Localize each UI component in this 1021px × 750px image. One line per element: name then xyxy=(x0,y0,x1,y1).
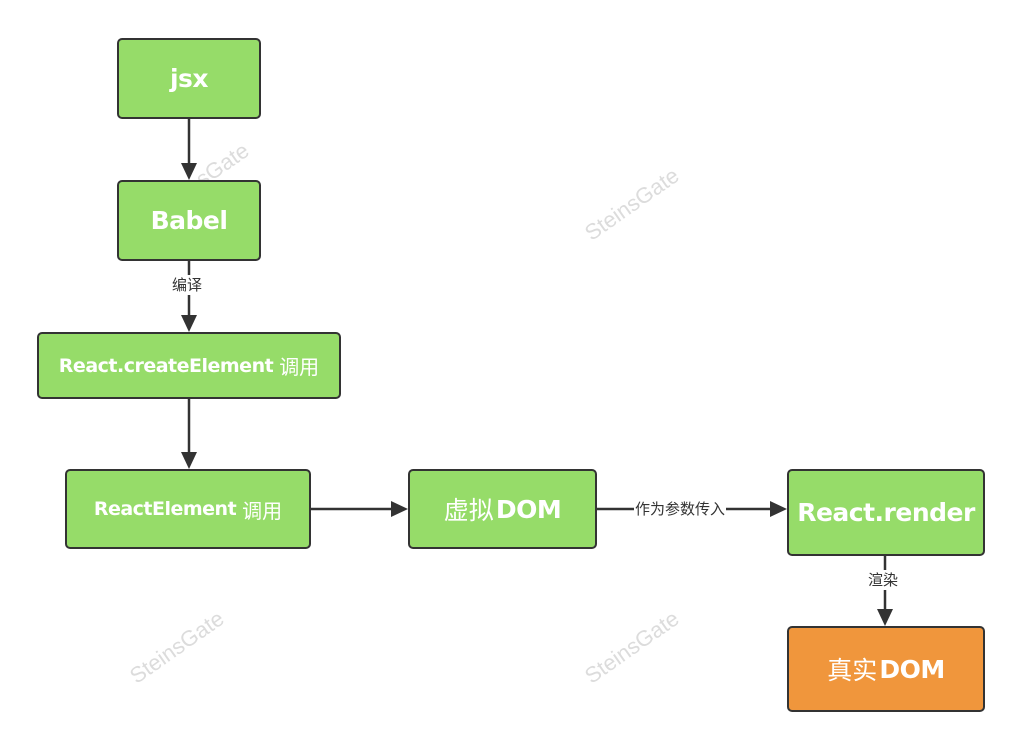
node-real-dom-label: DOM xyxy=(879,654,945,684)
node-real-dom-prefix: 真实 xyxy=(827,656,878,685)
node-babel[interactable]: Babel xyxy=(117,180,261,261)
node-babel-label: Babel xyxy=(150,206,228,235)
node-react-element[interactable]: ReactElement 调用 xyxy=(65,469,311,549)
edge-label-pass-as-param: 作为参数传入 xyxy=(634,499,727,519)
node-react-element-suffix: 调用 xyxy=(242,498,283,523)
node-jsx-label: jsx xyxy=(169,64,209,93)
edge-label-compile: 编译 xyxy=(171,275,204,295)
edge-react-element-to-virtual-dom xyxy=(311,501,408,517)
node-virtual-dom[interactable]: 虚拟 DOM xyxy=(408,469,597,549)
node-react-render[interactable]: React.render xyxy=(787,469,985,556)
node-virtual-dom-label: DOM xyxy=(495,494,562,524)
node-react-create-element-label: React.createElement xyxy=(58,354,274,377)
edge-jsx-to-babel xyxy=(181,119,197,180)
node-real-dom[interactable]: 真实 DOM xyxy=(787,626,985,712)
edge-label-render: 渲染 xyxy=(867,570,900,590)
node-react-create-element[interactable]: React.createElement 调用 xyxy=(37,332,341,399)
edge-babel-to-create-element xyxy=(181,261,197,332)
node-react-create-element-suffix: 调用 xyxy=(279,355,320,379)
node-virtual-dom-prefix: 虚拟 xyxy=(443,496,494,525)
node-react-element-label: ReactElement xyxy=(93,498,237,520)
node-jsx[interactable]: jsx xyxy=(117,38,261,119)
node-react-render-label: React.render xyxy=(797,498,975,527)
edge-create-element-to-react-element xyxy=(181,399,197,469)
edge-react-render-to-real-dom xyxy=(877,556,893,626)
